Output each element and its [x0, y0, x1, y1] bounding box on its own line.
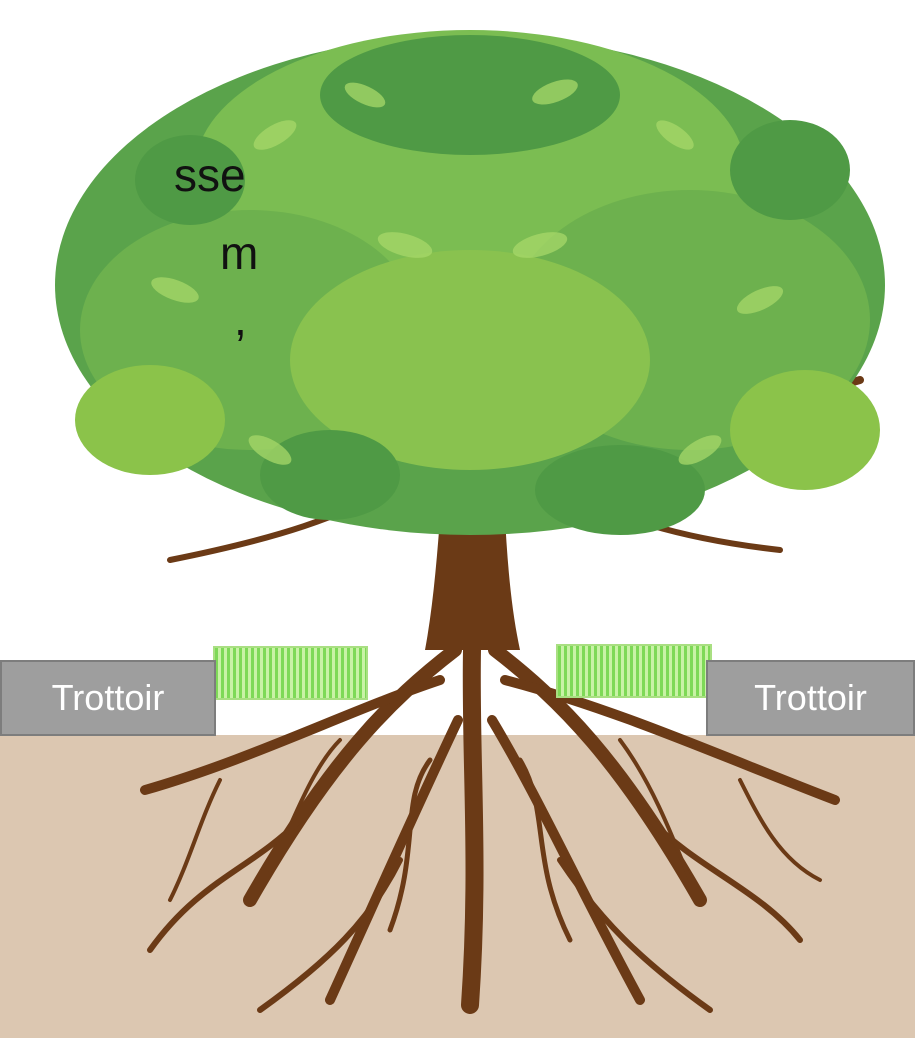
sidewalk-left: Trottoir [0, 660, 216, 736]
cut-off-text-line-2: m [220, 230, 258, 276]
sidewalk-left-label: Trottoir [52, 677, 165, 719]
sidewalk-right-label: Trottoir [754, 677, 867, 719]
grass-strip-left [213, 646, 368, 700]
root [492, 720, 640, 1000]
root [150, 820, 300, 950]
cut-off-text-line-3: , [234, 296, 247, 342]
cut-off-text-line-1: sse [174, 152, 246, 198]
root [620, 740, 690, 880]
sidewalk-right: Trottoir [706, 660, 915, 736]
grass-strip-right [556, 644, 712, 698]
root-main [470, 650, 475, 1005]
root [740, 780, 820, 880]
root [170, 780, 220, 900]
